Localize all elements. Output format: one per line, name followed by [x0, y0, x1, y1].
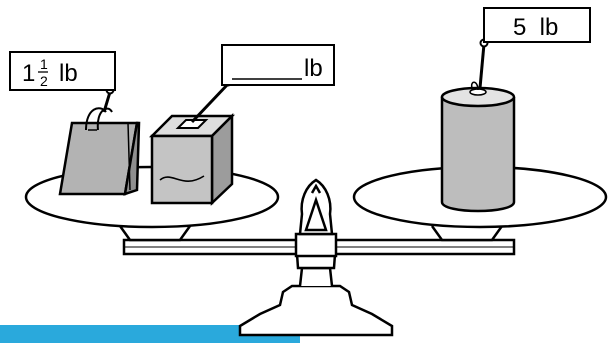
can-tag-string	[478, 43, 486, 89]
bag-weight-label: 1 1 2 lb	[9, 51, 116, 91]
box-weight	[148, 112, 236, 206]
accent-bar	[0, 325, 300, 343]
bag-weight-unit: lb	[59, 60, 78, 87]
bag-tag-string	[102, 91, 112, 113]
can-weight-text: 5 lb	[513, 14, 558, 41]
bag-weight-fraction-numerator: 1	[40, 56, 48, 72]
can-weight-label: 5 lb	[483, 7, 591, 43]
box-weight-label: lb	[221, 44, 335, 86]
scale-base	[238, 252, 394, 337]
can-weight	[440, 81, 516, 213]
bag-weight-fraction-denominator: 2	[40, 73, 48, 89]
box-weight-unit: lb	[304, 55, 323, 82]
bag-weight-whole: 1	[22, 60, 35, 87]
bag-weight	[58, 107, 141, 196]
scale-pointer	[294, 178, 338, 258]
box-tag-string	[190, 82, 230, 124]
